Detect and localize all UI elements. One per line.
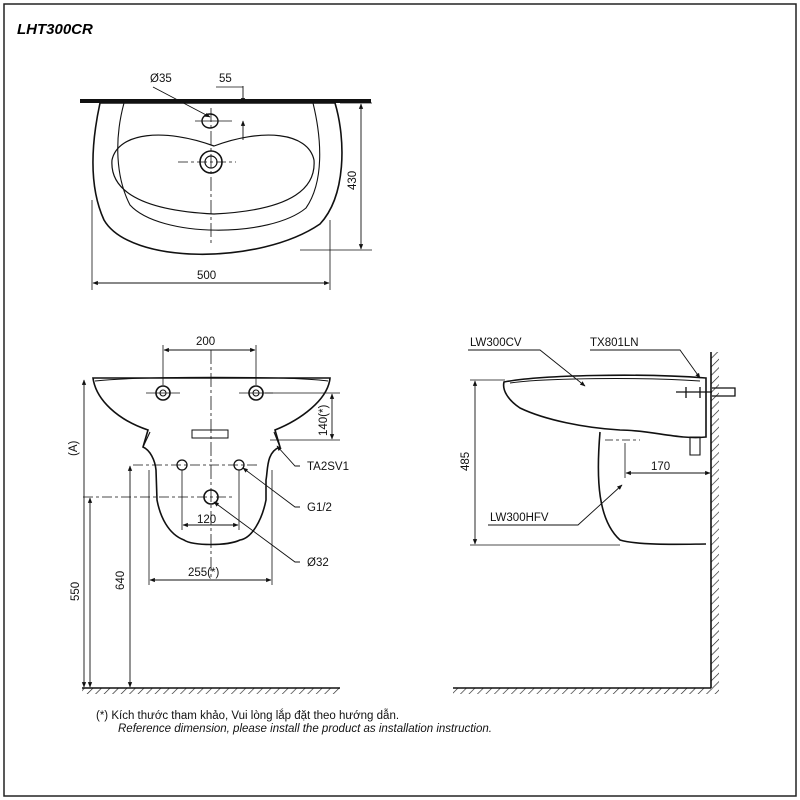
footnote-english: Reference dimension, please install the …: [118, 723, 492, 735]
top-view: [80, 86, 372, 290]
label-drain: Ø32: [307, 557, 329, 569]
label-height-640: 640: [115, 571, 127, 590]
bracket-side: [689, 436, 701, 456]
leader-supply: [276, 445, 300, 467]
label-depth: 430: [347, 171, 359, 190]
label-width: 500: [197, 270, 216, 282]
outer-border: [3, 3, 797, 797]
label-faucet: TX801LN: [590, 337, 639, 349]
side-view: [453, 349, 736, 694]
label-basin: LW300CV: [470, 337, 522, 349]
floor-hatch-front: [82, 688, 340, 694]
label-rim-height: 485: [460, 452, 472, 471]
front-view: [81, 345, 340, 694]
leader-faucet: [590, 349, 701, 379]
faucet-valve-side: [676, 387, 736, 398]
basin-side-outline: [502, 374, 707, 439]
label-supply: TA2SV1: [307, 461, 349, 473]
leader-hole-diameter: [152, 86, 211, 118]
wall-hatch: [711, 352, 719, 694]
label-faucet-spacing: 200: [196, 336, 215, 348]
label-wall-offset: 170: [651, 461, 670, 473]
footnote-vietnamese: (*) Kích thước tham khảo, Vui lòng lắp đ…: [96, 710, 400, 722]
basin-side-rim: [509, 378, 701, 384]
label-supply-spacing: 120: [197, 514, 216, 526]
label-offset: 55: [219, 73, 232, 85]
leader-drain: [213, 501, 300, 563]
label-thread: G1/2: [307, 502, 332, 514]
pedestal-side-outline: [597, 431, 707, 546]
leader-basin: [468, 349, 586, 387]
floor-hatch-side: [453, 688, 711, 694]
label-pedestal: LW300HFV: [490, 512, 549, 524]
basin-front-rim: [94, 376, 329, 382]
label-hole-diameter: Ø35: [150, 73, 172, 85]
bowl-outline: [111, 134, 315, 215]
model-title: LHT300CR: [17, 21, 93, 38]
label-pedestal-width: 255(*): [188, 567, 219, 579]
basin-outline-top: [92, 102, 343, 256]
label-height-550: 550: [70, 582, 82, 601]
overflow-slot: [191, 429, 229, 439]
leader-pedestal: [488, 484, 623, 526]
label-adjustable: (A): [68, 441, 80, 457]
leader-thread: [242, 467, 300, 508]
label-ref-height: 140(*): [318, 405, 330, 436]
basin-inner-rim-top: [117, 102, 321, 231]
bracket-lines: [142, 431, 281, 448]
